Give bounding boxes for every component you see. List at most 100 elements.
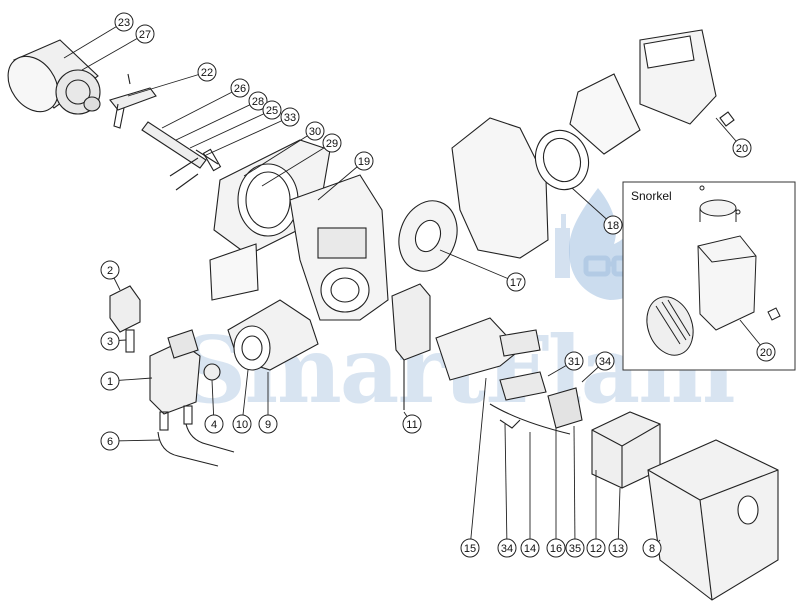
callout-c1-label: 1 [107,376,113,388]
callout-c13: 13 [608,538,628,558]
callout-c17-circle [506,272,526,292]
callout-c4-label: 4 [211,419,217,431]
callout-c9-label: 9 [265,419,271,431]
callout-c12-circle [586,538,606,558]
callout-c2: 2 [100,260,120,280]
callout-c18-label: 18 [607,220,619,232]
callout-c19-leader [317,160,365,201]
callout-c27-label: 27 [139,29,151,41]
callout-c33-label: 33 [284,112,296,124]
callout-c25: 25 [262,100,282,120]
callout-c15-circle [460,538,480,558]
callout-c28-label: 28 [252,96,264,108]
callout-c20a: 20 [732,138,752,158]
callout-c33-circle [280,107,300,127]
callout-c14-label: 14 [524,543,536,555]
oil-pump-part [149,329,201,431]
callout-c26-circle [230,78,250,98]
blower-housing-part [289,174,389,321]
control-box-part [591,411,661,489]
callout-c35: 35 [565,538,585,558]
watermark-hand-icon [555,214,570,278]
callout-c33: 33 [280,107,300,127]
callout-c16-circle [546,538,566,558]
callout-c9: 9 [258,414,278,434]
callout-c19-label: 19 [358,156,370,168]
snorkel-parts [646,185,781,356]
callout-c34b-circle [497,538,517,558]
callout-c3-label: 3 [107,336,113,348]
callout-c26-label: 26 [234,83,246,95]
callout-c26-leader [161,87,241,129]
snorkel-inset: Snorkel [622,181,796,371]
callout-c23: 23 [114,12,134,32]
callout-c34b: 34 [497,538,517,558]
callout-c27-circle [135,24,155,44]
parts [7,29,779,601]
callout-c31: 31 [564,351,584,371]
callout-inset-20-circle [756,342,776,362]
callout-c28: 28 [248,91,268,111]
callout-c19-circle [354,151,374,171]
callout-c8-label: 8 [649,543,655,555]
motor-part [7,39,101,115]
callout-inset-20-label: 20 [760,347,772,359]
callout-c19: 19 [354,151,374,171]
callout-c12: 12 [586,538,606,558]
callout-c23-circle [114,12,134,32]
callout-c34b-label: 34 [501,543,513,555]
callout-c31-circle [564,351,584,371]
callout-c11: 11 [402,414,422,434]
callout-c6-circle [100,431,120,451]
callout-c11-circle [402,414,422,434]
hoses-part [157,423,235,467]
callout-c16-label: 16 [550,543,562,555]
callout-c17-label: 17 [510,277,522,289]
callout-c8: 8 [642,538,662,558]
callout-c25-leader [189,109,273,149]
shaft-assembly-part [109,73,222,191]
callout-c18-circle [603,215,623,235]
callout-c2-circle [100,260,120,280]
callout-c6-label: 6 [107,436,113,448]
callout-c8-circle [642,538,662,558]
callout-c15: 15 [460,538,480,558]
callout-c35-circle [565,538,585,558]
callout-c30-circle [305,121,325,141]
callout-c10-circle [232,414,252,434]
callout-c34a-circle [595,351,615,371]
callout-c17-leader [439,249,517,283]
callout-c23-leader [63,21,125,59]
callout-c28-circle [248,91,268,111]
callout-c2-label: 2 [107,265,113,277]
callout-c25-label: 25 [266,105,278,117]
callout-c34a-label: 34 [599,356,611,368]
callout-inset-20: 20 [756,342,776,362]
callout-c31-label: 31 [568,356,580,368]
callout-c22: 22 [197,62,217,82]
callout-c27-leader [81,33,146,71]
callout-c29-leader [261,142,333,187]
callout-c33-leader [203,116,291,157]
solenoid-part [109,285,141,353]
callout-c30: 30 [305,121,325,141]
callout-c10-label: 10 [236,419,248,431]
leader-lines [63,21,767,549]
air-intake-cover-part [639,29,735,127]
callout-c11-label: 11 [406,419,417,431]
callout-c15-leader [469,377,487,549]
callout-c14-circle [520,538,540,558]
callout-c29-label: 29 [326,138,338,150]
callout-c35-leader [573,425,576,549]
callout-c3: 3 [100,331,120,351]
callout-c13-label: 13 [612,543,624,555]
callout-c27: 27 [135,24,155,44]
callout-c6: 6 [100,431,120,451]
callout-c22-circle [197,62,217,82]
callout-c1: 1 [100,371,120,391]
callout-c15-label: 15 [464,543,476,555]
burner-hood-part [647,439,779,601]
callout-c23-label: 23 [118,17,130,29]
